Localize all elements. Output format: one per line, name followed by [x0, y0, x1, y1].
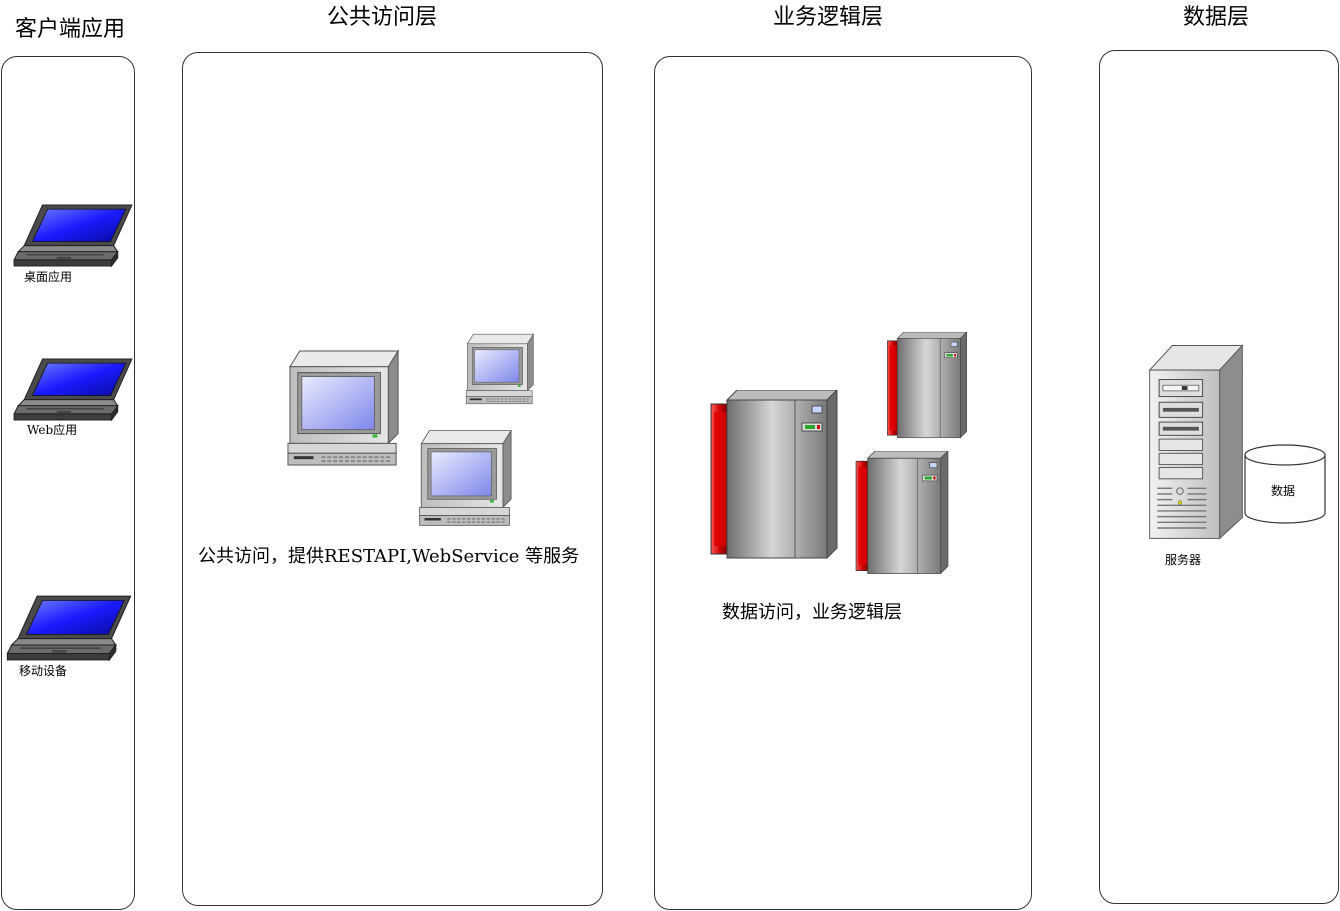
- database-label: 数据: [1271, 484, 1296, 498]
- tower-server-icon: [1144, 335, 1248, 547]
- desktop-app-label: 桌面应用: [24, 270, 73, 284]
- mobile-device-label: 移动设备: [19, 664, 68, 678]
- mainframe-server-icon: [709, 390, 839, 560]
- client-column-title: 客户端应用: [15, 17, 126, 42]
- business-layer-caption: 数据访问，业务逻辑层: [722, 602, 902, 623]
- public-column-title: 公共访问层: [327, 5, 438, 30]
- data-column-title: 数据层: [1183, 5, 1250, 30]
- desktop-computer-icon: [286, 348, 404, 468]
- web-app-label: Web应用: [27, 423, 78, 437]
- client-lane: [1, 56, 135, 910]
- laptop-icon: [12, 357, 134, 422]
- public-lane: [182, 52, 603, 906]
- desktop-computer-icon: [418, 428, 516, 528]
- desktop-computer-icon: [465, 333, 537, 405]
- business-column-title: 业务逻辑层: [773, 5, 884, 30]
- laptop-icon: [5, 594, 133, 662]
- laptop-icon: [12, 203, 134, 268]
- server-label: 服务器: [1165, 553, 1202, 567]
- mainframe-server-icon: [854, 451, 950, 575]
- public-layer-caption: 公共访问，提供RESTAPI,WebService 等服务: [198, 546, 580, 567]
- mainframe-server-icon: [886, 332, 968, 439]
